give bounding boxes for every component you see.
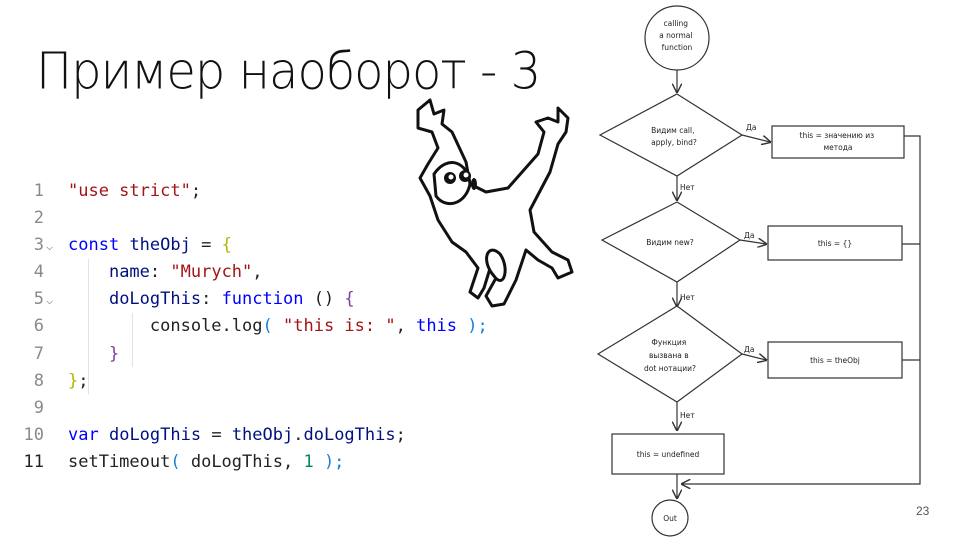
operator: = bbox=[190, 235, 222, 256]
flow-action-3-label: this = theObj bbox=[810, 356, 860, 365]
paren: ); bbox=[457, 316, 488, 337]
punctuation: . bbox=[293, 424, 304, 445]
function-name: setTimeout bbox=[68, 451, 171, 472]
method-name: log bbox=[231, 316, 263, 337]
punctuation: : bbox=[201, 289, 222, 310]
code-line-3: 3⌵ const theObj = { bbox=[20, 232, 540, 259]
flow-yes-label: Да bbox=[744, 231, 754, 240]
brace: { bbox=[221, 235, 232, 256]
code-line-7: 7 } bbox=[20, 341, 540, 368]
number-literal: 1 bbox=[303, 451, 314, 472]
flow-decision-2-label: Видим new? bbox=[646, 238, 694, 247]
property-key: doLogThis bbox=[108, 289, 202, 310]
flow-action-2 bbox=[767, 225, 903, 261]
flow-action-2-label: this = {} bbox=[818, 239, 852, 248]
keyword: function bbox=[221, 289, 304, 310]
brace: { bbox=[344, 289, 355, 310]
punctuation: ; bbox=[78, 370, 89, 391]
punctuation: ; bbox=[190, 181, 202, 201]
punctuation: () bbox=[303, 289, 345, 310]
code-line-4: 4 name: "Murych", bbox=[20, 259, 540, 286]
keyword: var bbox=[68, 424, 99, 445]
line-number: 9 bbox=[33, 397, 44, 418]
flow-no-label: Нет bbox=[680, 293, 695, 302]
flow-decision-3-label: Функция вызвана в dot нотации? bbox=[644, 338, 696, 373]
indent-guide bbox=[88, 259, 89, 394]
punctuation: , bbox=[395, 316, 417, 337]
line-number: 6 bbox=[33, 316, 44, 337]
line-number: 4 bbox=[33, 262, 44, 283]
brace: } bbox=[68, 370, 79, 391]
flow-default-box bbox=[611, 433, 725, 475]
flow-action-1 bbox=[771, 125, 905, 159]
code-line-8: 8 }; bbox=[20, 368, 540, 395]
fold-chevron-icon[interactable]: ⌵ bbox=[46, 239, 54, 254]
punctuation: ; bbox=[395, 424, 406, 445]
page-number: 23 bbox=[916, 504, 930, 518]
line-number: 2 bbox=[33, 208, 44, 229]
line-number: 1 bbox=[33, 181, 44, 201]
flow-action-1-label: this = значению из метода bbox=[800, 131, 877, 152]
line-number: 8 bbox=[33, 370, 44, 391]
property-key: name bbox=[108, 262, 150, 283]
fold-chevron-icon[interactable]: ⌵ bbox=[46, 293, 54, 308]
slide-title: Пример наоборот - 3 bbox=[36, 42, 541, 101]
code-line-10: 10 var doLogThis = theObj.doLogThis; bbox=[20, 422, 540, 449]
flow-default-label: this = undefined bbox=[637, 450, 700, 459]
identifier: theObj bbox=[231, 424, 294, 445]
flow-no-label: Нет bbox=[680, 411, 695, 420]
indent-guide bbox=[132, 313, 133, 367]
punctuation: . bbox=[221, 316, 232, 337]
identifier: doLogThis bbox=[108, 424, 202, 445]
identifier: theObj bbox=[129, 235, 191, 256]
code-line-2: 2 bbox=[20, 205, 540, 232]
line-number: 7 bbox=[33, 343, 44, 364]
code-line-5: 5⌵ doLogThis: function () { bbox=[20, 286, 540, 313]
flow-yes-label: Да bbox=[746, 123, 756, 132]
line-number: 11 bbox=[23, 451, 44, 472]
flowchart: calling a normal function Видим call, ap… bbox=[596, 5, 921, 537]
cat-icon bbox=[416, 98, 574, 308]
flow-yes-label: Да bbox=[744, 345, 754, 354]
keyword: this bbox=[416, 316, 458, 337]
keyword: const bbox=[68, 235, 120, 256]
code-line-1: 1 "use strict"; bbox=[20, 178, 540, 205]
line-number: 3 bbox=[33, 235, 44, 256]
code-line-11: 11 setTimeout( doLogThis, 1 ); bbox=[20, 449, 540, 476]
string-literal: "use strict" bbox=[68, 181, 191, 201]
property: doLogThis bbox=[303, 424, 396, 445]
paren: ( bbox=[170, 451, 191, 472]
identifier: doLogThis bbox=[190, 451, 283, 472]
string-literal: "Murych" bbox=[170, 262, 253, 283]
punctuation: : bbox=[149, 262, 171, 283]
flow-start-label: calling a normal function bbox=[659, 19, 695, 52]
flow-decision-1 bbox=[598, 93, 744, 177]
flow-no-label: Нет bbox=[680, 183, 695, 192]
operator: = bbox=[201, 424, 232, 445]
brace: } bbox=[108, 343, 120, 364]
string-literal: "this is: " bbox=[283, 316, 396, 337]
flow-end-label: Out bbox=[663, 514, 677, 523]
paren: ( bbox=[262, 316, 283, 337]
code-block: 1 "use strict"; 2 3⌵const theObj = { 4 n… bbox=[20, 178, 540, 476]
paren: ); bbox=[313, 451, 345, 472]
punctuation: , bbox=[282, 451, 304, 472]
flow-end-node bbox=[651, 499, 689, 537]
line-number: 10 bbox=[23, 424, 44, 445]
identifier: console bbox=[149, 316, 222, 337]
punctuation: , bbox=[252, 262, 263, 283]
code-line-6: 6 console.log( "this is: ", this ); bbox=[20, 313, 540, 340]
flow-decision-1-label: Видим call, apply, bind? bbox=[651, 126, 697, 147]
line-number: 5 bbox=[33, 289, 44, 310]
code-line-9: 9 bbox=[20, 395, 540, 422]
